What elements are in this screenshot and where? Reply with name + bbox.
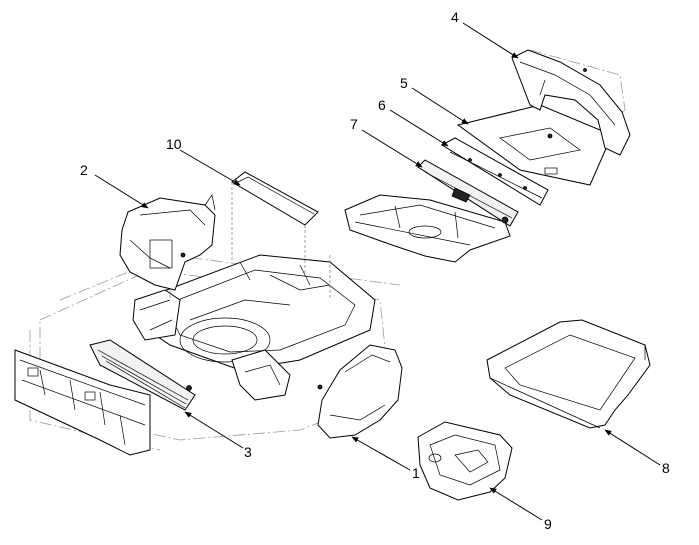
callout-7: 7: [350, 116, 358, 132]
part-7-bracket: [417, 159, 519, 227]
callout-1: 1: [412, 465, 420, 481]
leader-1: [351, 436, 411, 471]
callout-9: 9: [544, 516, 552, 532]
callout-8: 8: [662, 460, 670, 476]
part-1-right-side-trim: [317, 344, 403, 439]
leader-lines: [94, 22, 661, 521]
callout-5: 5: [400, 75, 408, 91]
leader-10: [179, 149, 241, 186]
part-2-left-side-trim: [119, 194, 216, 291]
part-5-package-tray: [456, 104, 613, 186]
callout-10: 10: [166, 136, 182, 152]
leader-9: [489, 487, 543, 521]
leader-5: [411, 87, 469, 125]
callout-4: 4: [451, 9, 459, 25]
floor-pan-assembly: [29, 254, 401, 451]
leader-4: [462, 22, 519, 59]
part-8-mat: [486, 319, 651, 429]
leader-3: [184, 411, 244, 449]
part-10-pad: [231, 171, 319, 275]
leader-2: [94, 174, 149, 209]
leader-8: [604, 429, 661, 466]
part-6-shelf-panel: [440, 137, 549, 206]
leader-7: [361, 129, 423, 168]
part-3-rear-trim: [89, 339, 196, 411]
leader-6: [389, 109, 449, 147]
part-9-tray: [417, 421, 513, 501]
part-4-shelf-trim: [511, 49, 631, 156]
callout-2: 2: [80, 162, 88, 178]
callout-3: 3: [244, 444, 252, 460]
rear-panel: [14, 349, 151, 456]
callout-6: 6: [378, 97, 386, 113]
rear-shelf-structure: [344, 194, 511, 263]
